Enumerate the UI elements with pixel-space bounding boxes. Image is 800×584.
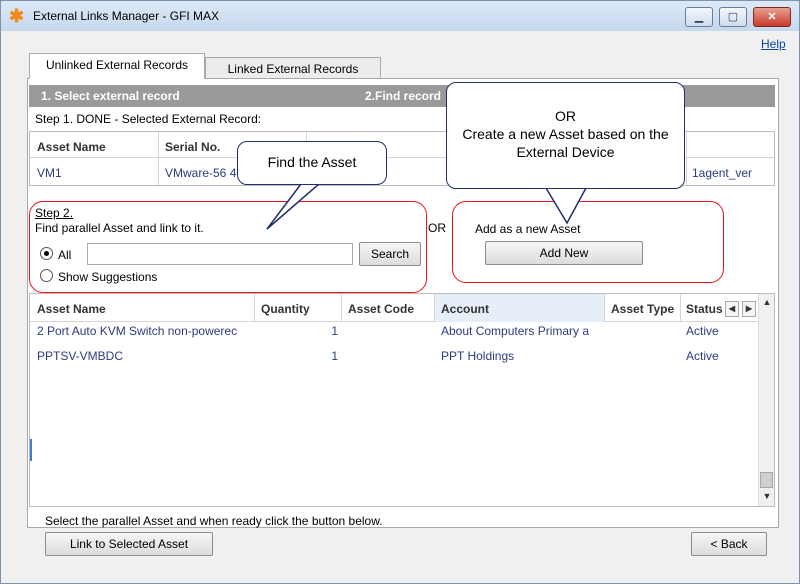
cell-asset-name: 2 Port Auto KVM Switch non-powerec <box>37 324 238 338</box>
help-link[interactable]: Help <box>761 37 786 51</box>
table-header: Asset Name Serial No. <box>30 132 774 158</box>
cell-quantity: 1 <box>331 324 338 338</box>
scroll-up-icon[interactable]: ▲ <box>762 297 772 307</box>
step2-title: Step 2. <box>35 206 74 220</box>
add-new-button[interactable]: Add New <box>485 241 643 265</box>
link-to-selected-asset-button[interactable]: Link to Selected Asset <box>45 532 213 556</box>
step1-label: Step 1. DONE - Selected External Record: <box>35 112 262 126</box>
radio-show-suggestions[interactable] <box>40 269 53 282</box>
tab-unlinked-external-records[interactable]: Unlinked External Records <box>29 53 205 79</box>
app-logo-icon: ✱ <box>9 6 25 26</box>
cell-asset-name: VM1 <box>37 166 62 180</box>
scroll-left-icon[interactable]: ◀ <box>725 301 739 317</box>
close-button[interactable]: ✕ <box>753 7 791 27</box>
search-input[interactable] <box>87 243 353 265</box>
or-label: OR <box>428 221 446 235</box>
search-button[interactable]: Search <box>359 242 421 266</box>
column-divider <box>686 132 687 185</box>
cell-account: About Computers Primary a <box>441 324 590 338</box>
maximize-button[interactable]: ▢ <box>719 7 747 27</box>
table-row[interactable]: 2 Port Auto KVM Switch non-powerec 1 Abo… <box>30 324 758 348</box>
minimize-button[interactable]: ▁ <box>685 7 713 27</box>
asset-grid[interactable]: Asset Name Quantity Asset Code Account A… <box>29 293 775 507</box>
scrollbar-thumb[interactable] <box>760 472 773 488</box>
vertical-scrollbar[interactable]: ▲ ▼ <box>758 294 774 506</box>
add-new-label: Add as a new Asset <box>475 222 581 236</box>
cell-asset-name: PPTSV-VMBDC <box>37 349 124 363</box>
back-button[interactable]: < Back <box>691 532 767 556</box>
column-header-asset-name[interactable]: Asset Name <box>37 140 106 154</box>
cell-status: Active <box>686 324 719 338</box>
tab-linked-external-records[interactable]: Linked External Records <box>205 57 381 81</box>
column-header-asset-type[interactable]: Asset Type <box>605 294 681 322</box>
radio-all[interactable] <box>40 247 53 260</box>
callout-find-text: Find the Asset <box>267 154 357 170</box>
cell-account: PPT Holdings <box>441 349 515 363</box>
step2-description: Find parallel Asset and link to it. <box>35 221 204 235</box>
scroll-right-icon[interactable]: ▶ <box>742 301 756 317</box>
cell-agent-version: 1agent_ver <box>692 166 753 180</box>
table-row[interactable]: PPTSV-VMBDC 1 PPT Holdings Active <box>30 349 758 373</box>
column-header-account[interactable]: Account <box>435 294 605 322</box>
step2-highlight-box <box>29 201 427 293</box>
step-indicator-1: 1. Select external record <box>41 89 180 103</box>
add-new-highlight-box <box>452 201 724 283</box>
callout-create-or: OR <box>555 108 576 124</box>
grid-header: Asset Name Quantity Asset Code Account A… <box>30 294 758 322</box>
cell-quantity: 1 <box>331 349 338 363</box>
radio-all-label[interactable]: All <box>58 248 72 262</box>
column-header-status[interactable]: Status <box>686 302 723 316</box>
column-header-serial-no[interactable]: Serial No. <box>165 140 221 154</box>
radio-show-suggestions-label[interactable]: Show Suggestions <box>58 270 158 284</box>
column-divider <box>158 132 159 185</box>
cell-status: Active <box>686 349 719 363</box>
bottom-instruction: Select the parallel Asset and when ready… <box>45 514 383 528</box>
row-focus-marker <box>30 439 32 461</box>
column-header-asset-name[interactable]: Asset Name <box>30 294 255 322</box>
column-header-asset-code[interactable]: Asset Code <box>342 294 435 322</box>
callout-create-asset: OR Create a new Asset based on the Exter… <box>446 82 685 189</box>
cell-serial-no: VMware-56 4 <box>165 166 237 180</box>
callout-find-asset: Find the Asset <box>237 141 387 185</box>
step-indicator-2: 2.Find record <box>365 89 442 103</box>
window-title: External Links Manager - GFI MAX <box>33 9 220 23</box>
column-header-quantity[interactable]: Quantity <box>255 294 342 322</box>
scroll-down-icon[interactable]: ▼ <box>762 491 772 501</box>
callout-create-line2: Create a new Asset based on the <box>462 126 669 142</box>
callout-create-line3: External Device <box>516 144 615 160</box>
title-bar[interactable]: ✱ External Links Manager - GFI MAX ▁ ▢ ✕ <box>1 1 799 31</box>
